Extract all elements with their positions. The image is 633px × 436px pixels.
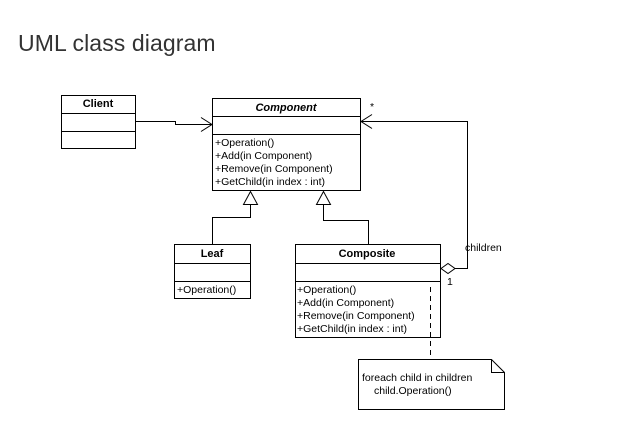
page-title: UML class diagram [18, 30, 216, 56]
client-name: Client [83, 98, 114, 110]
composite-class[interactable] [295, 244, 441, 338]
composite-operation: +Operation() [297, 284, 356, 296]
composite-operation: +Remove(in Component) [297, 310, 415, 322]
note-line: child.Operation() [374, 385, 452, 397]
multiplicity-one: 1 [447, 276, 453, 288]
client-component-association [135, 117, 213, 132]
children-label: children [465, 242, 502, 254]
component-class[interactable] [212, 98, 361, 191]
leaf-generalization [212, 190, 259, 245]
children-aggregation [360, 114, 468, 275]
client-class[interactable] [61, 95, 136, 149]
leaf-name: Leaf [201, 248, 224, 260]
component-operation: +Operation() [215, 137, 274, 149]
composite-name: Composite [339, 248, 396, 260]
composite-generalization [315, 190, 369, 245]
component-operation: +Add(in Component) [215, 150, 312, 162]
leaf-class[interactable] [174, 244, 251, 299]
composite-operation: +GetChild(in index : int) [297, 323, 407, 335]
note-box[interactable] [358, 359, 505, 410]
note-line: foreach child in children [362, 372, 472, 384]
multiplicity-many: * [370, 101, 374, 113]
component-name: Component [255, 102, 317, 114]
composite-operation: +Add(in Component) [297, 297, 394, 309]
component-operation: +Remove(in Component) [215, 163, 333, 175]
component-operation: +GetChild(in index : int) [215, 176, 325, 188]
leaf-operation: +Operation() [177, 284, 236, 296]
